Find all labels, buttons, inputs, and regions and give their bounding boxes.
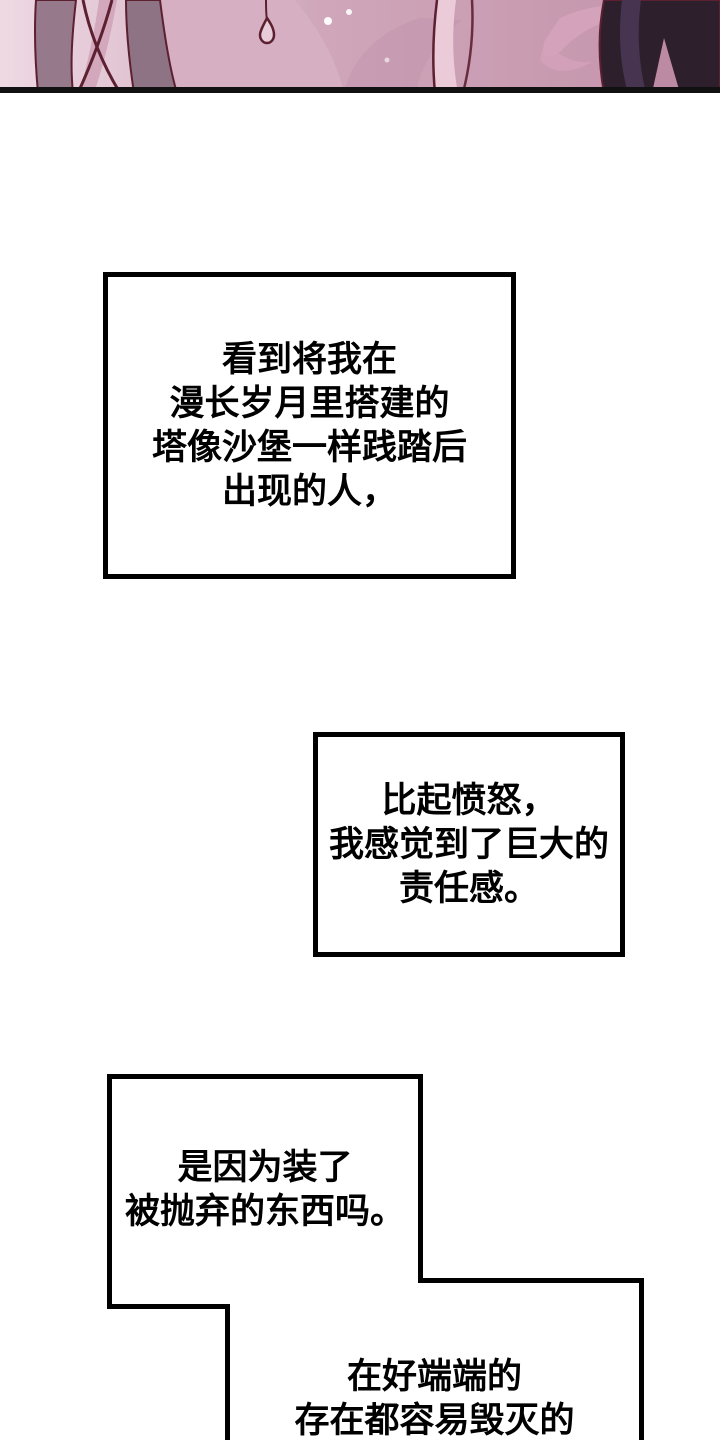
hair-gap bbox=[652, 38, 680, 93]
hair-line bbox=[76, 0, 114, 93]
speech-line: 我感觉到了巨大的 bbox=[328, 824, 609, 864]
dark-hair-strand bbox=[620, 0, 646, 93]
speech-line: 出现的人， bbox=[221, 471, 397, 511]
speech-line: 在好端端的 bbox=[346, 1357, 522, 1396]
speech-line: 被抛弃的东西吗。 bbox=[124, 1192, 405, 1231]
panel-divider bbox=[0, 87, 720, 93]
speech-line: 责任感。 bbox=[398, 868, 539, 908]
speech-line: 存在都容易毁灭的 bbox=[294, 1401, 575, 1440]
shoulder-shape bbox=[150, 0, 344, 93]
sweat-drop bbox=[258, 15, 276, 45]
comic-art-panel bbox=[0, 0, 720, 93]
speech-line: 塔像沙堡一样践踏后 bbox=[151, 427, 467, 467]
neck-shape bbox=[433, 0, 458, 93]
highlight-dot bbox=[346, 9, 352, 15]
speech-line: 是因为装了 bbox=[177, 1148, 353, 1187]
hair-strand-gray bbox=[33, 0, 78, 93]
hair-spike-pink bbox=[540, 40, 592, 71]
speech-box-1: 看到将我在 漫长岁月里搭建的 塔像沙堡一样践踏后 出现的人， bbox=[103, 272, 516, 579]
speech-line: 比起愤怒， bbox=[381, 780, 557, 820]
speech-box-union-border bbox=[107, 1074, 644, 1440]
speech-line: 看到将我在 bbox=[221, 339, 397, 379]
speech-box-3-4-outline bbox=[107, 1074, 644, 1440]
hair-spike-pink bbox=[543, 5, 648, 57]
highlight-dot bbox=[384, 57, 390, 63]
speech-line: 漫长岁月里搭建的 bbox=[169, 383, 450, 423]
highlight-dot bbox=[324, 17, 332, 25]
neck-contour-line bbox=[461, 0, 474, 93]
speech-box-3: 是因为装了 被抛弃的东西吗。 bbox=[107, 1074, 423, 1306]
speech-box-4: 在好端端的 存在都容易毁灭的 bbox=[227, 1283, 642, 1440]
hair-line bbox=[81, 0, 122, 93]
hair-strand-gray bbox=[124, 0, 179, 93]
neck-contour-line bbox=[432, 0, 439, 93]
speech-box-2: 比起愤怒， 我感觉到了巨大的 责任感。 bbox=[313, 732, 625, 957]
shading-shape bbox=[344, 18, 462, 93]
